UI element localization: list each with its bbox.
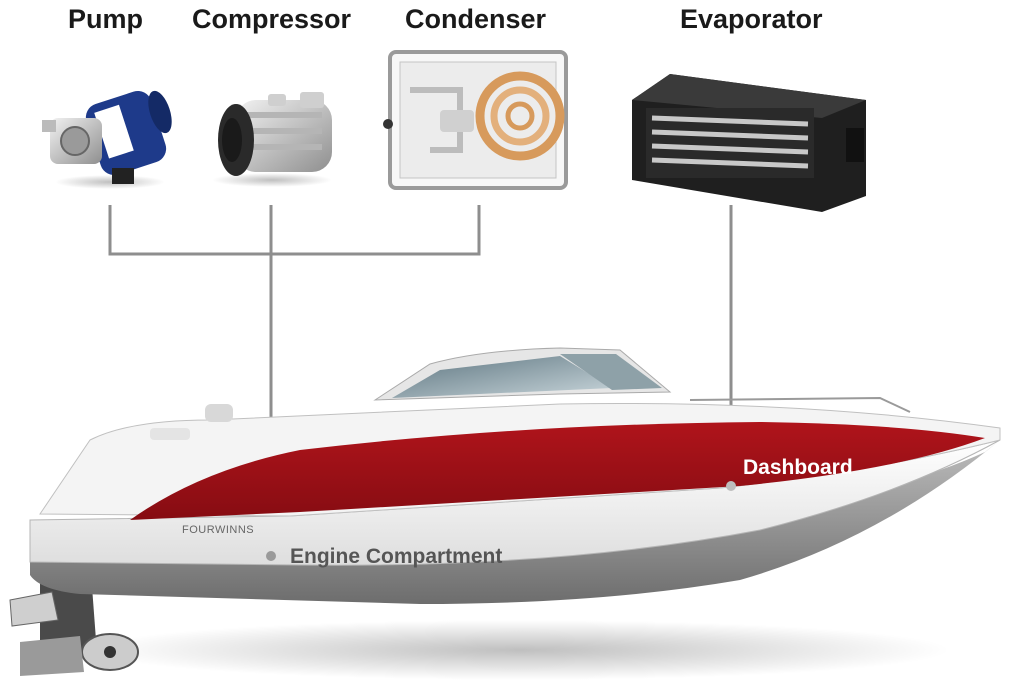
boat-brand-logo: FOURWINNS (182, 524, 255, 536)
boat-shadow (90, 620, 950, 680)
dashboard-marker (726, 481, 736, 491)
bow-rail (689, 396, 911, 413)
compressor-image (212, 92, 332, 187)
evaporator-label: Evaporator (680, 4, 823, 34)
pump-connector (108, 205, 481, 256)
evaporator-image (632, 74, 866, 212)
dashboard-label: Dashboard (743, 456, 853, 479)
rear-seats (150, 404, 233, 440)
engine-marker (266, 551, 276, 561)
windshield (373, 347, 672, 401)
pump-label: Pump (68, 4, 144, 34)
condenser-image (383, 50, 568, 190)
condenser-label: Condenser (405, 4, 547, 34)
compressor-label: Compressor (192, 4, 352, 34)
pump-image (42, 90, 172, 189)
engine-compartment-label: Engine Compartment (290, 545, 503, 568)
hull-red-panel (130, 422, 985, 520)
